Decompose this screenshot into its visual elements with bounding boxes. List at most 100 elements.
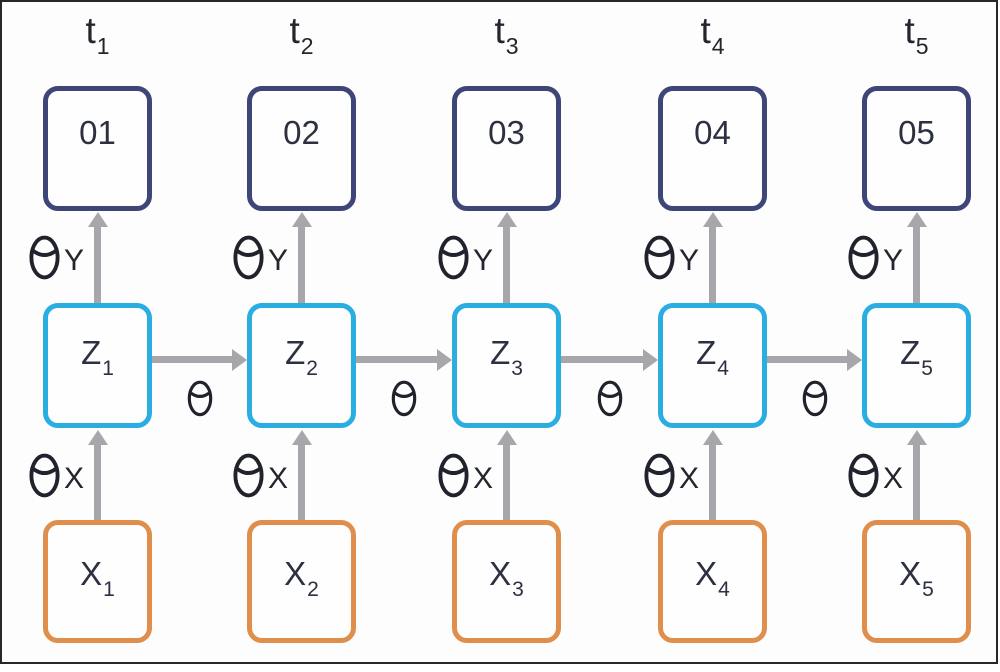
- output-node-label: 05: [898, 114, 935, 151]
- input-to-state-arrow: [291, 430, 312, 522]
- weight-letter: X: [679, 462, 700, 495]
- arrow-head-icon: [906, 430, 927, 445]
- theta-icon: [28, 451, 61, 499]
- output-node: 01: [43, 86, 152, 211]
- arrow-shaft: [356, 356, 438, 363]
- arrow-shaft: [503, 444, 510, 522]
- time-subscript: 2: [300, 33, 314, 60]
- state-to-output-arrow: [702, 212, 723, 304]
- state-to-output-arrow: [496, 212, 517, 304]
- output-weight-label: Y: [232, 233, 288, 281]
- input-subscript: 3: [512, 577, 524, 601]
- arrow-head-icon: [847, 349, 862, 371]
- state-base: Z: [900, 334, 921, 371]
- state-subscript: 3: [511, 356, 523, 380]
- timestep-column-1: t1 01 Y Z1 X X1: [43, 0, 152, 664]
- input-to-state-arrow: [87, 430, 108, 522]
- transition-weight-label: [595, 379, 624, 417]
- output-node: 05: [862, 86, 971, 211]
- output-weight-label: Y: [847, 233, 903, 281]
- time-subscript: 1: [96, 33, 110, 60]
- input-subscript: 2: [307, 577, 319, 601]
- output-node-label: 04: [694, 114, 731, 151]
- arrow-shaft: [913, 226, 920, 304]
- state-base: Z: [696, 334, 717, 371]
- state-node: Z1: [43, 303, 152, 428]
- input-subscript: 5: [922, 577, 934, 601]
- time-base: t: [700, 10, 711, 51]
- timestep-column-4: t4 04 Y Z4 X X4: [658, 0, 767, 664]
- arrow-shaft: [503, 226, 510, 304]
- weight-letter: X: [473, 462, 494, 495]
- output-node-label: 02: [283, 114, 320, 151]
- output-weight-label: Y: [28, 233, 84, 281]
- arrow-head-icon: [87, 430, 108, 445]
- time-label: t5: [862, 10, 971, 58]
- transition-weight-label: [800, 379, 829, 417]
- time-base: t: [904, 10, 915, 51]
- output-node: 04: [658, 86, 767, 211]
- theta-icon: [185, 379, 214, 417]
- input-node: X3: [452, 520, 561, 643]
- weight-letter: Y: [883, 244, 904, 277]
- weight-letter: Y: [64, 244, 85, 277]
- state-transition-arrow: [767, 349, 862, 371]
- arrow-head-icon: [87, 212, 108, 227]
- timestep-column-5: t5 05 Y Z5 X X5: [862, 0, 971, 664]
- arrow-shaft: [152, 356, 233, 363]
- state-node-label: Z5: [900, 334, 933, 379]
- arrow-shaft: [709, 226, 716, 304]
- state-transition-4: [767, 0, 862, 664]
- state-node-label: Z1: [81, 334, 114, 379]
- state-transition-1: [152, 0, 247, 664]
- arrow-shaft: [94, 444, 101, 522]
- state-subscript: 5: [921, 356, 933, 380]
- arrow-head-icon: [906, 212, 927, 227]
- input-node: X5: [862, 520, 971, 643]
- input-weight-label: X: [232, 451, 288, 499]
- timestep-column-2: t2 02 Y Z2 X X2: [247, 0, 356, 664]
- arrow-head-icon: [496, 212, 517, 227]
- input-node-label: X3: [489, 555, 524, 600]
- input-base: X: [899, 555, 922, 592]
- theta-icon: [595, 379, 624, 417]
- input-weight-label: X: [28, 451, 84, 499]
- input-subscript: 4: [718, 577, 730, 601]
- state-transition-3: [561, 0, 658, 664]
- time-subscript: 4: [711, 33, 725, 60]
- state-node: Z5: [862, 303, 971, 428]
- state-node-label: Z2: [285, 334, 318, 379]
- state-transition-arrow: [561, 349, 658, 371]
- arrow-head-icon: [702, 430, 723, 445]
- weight-letter: Y: [473, 244, 494, 277]
- state-transition-2: [356, 0, 452, 664]
- state-transition-arrow: [356, 349, 452, 371]
- arrow-head-icon: [643, 349, 658, 371]
- weight-letter: Y: [679, 244, 700, 277]
- input-node: X2: [247, 520, 356, 643]
- state-subscript: 2: [306, 356, 318, 380]
- state-base: Z: [81, 334, 102, 371]
- time-label: t3: [452, 11, 561, 58]
- weight-letter: X: [883, 462, 904, 495]
- input-node: X1: [43, 520, 152, 643]
- arrow-head-icon: [437, 349, 452, 371]
- state-base: Z: [490, 334, 511, 371]
- input-base: X: [695, 555, 718, 592]
- input-base: X: [489, 555, 512, 592]
- state-node-label: Z4: [696, 334, 729, 379]
- input-weight-label: X: [643, 451, 699, 499]
- arrow-head-icon: [291, 212, 312, 227]
- state-to-output-arrow: [906, 212, 927, 304]
- arrow-shaft: [561, 356, 644, 363]
- transition-weight-label: [390, 379, 419, 417]
- time-label: t2: [247, 11, 356, 58]
- arrow-shaft: [767, 356, 848, 363]
- input-subscript: 1: [103, 577, 115, 601]
- input-node-label: X4: [695, 555, 730, 600]
- output-node: 03: [452, 86, 561, 211]
- theta-icon: [800, 379, 829, 417]
- theta-icon: [390, 379, 419, 417]
- input-to-state-arrow: [702, 430, 723, 522]
- arrow-shaft: [94, 226, 101, 304]
